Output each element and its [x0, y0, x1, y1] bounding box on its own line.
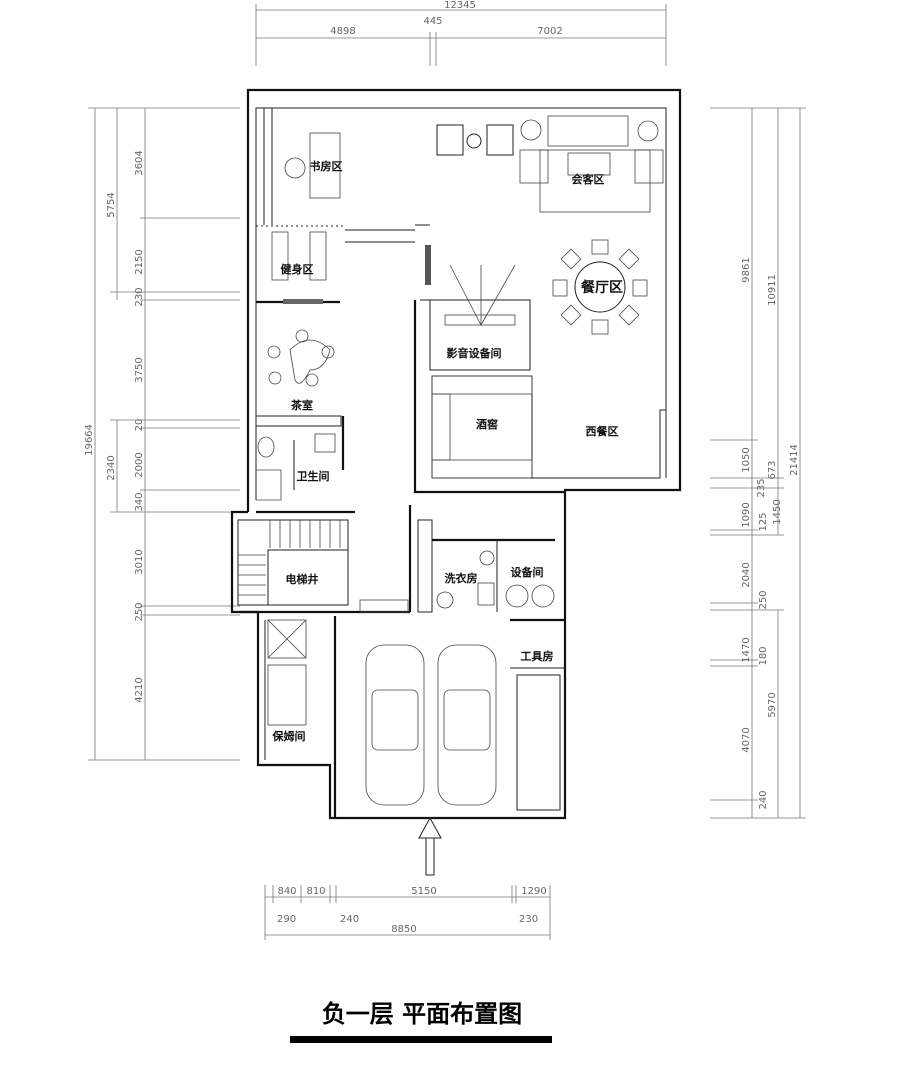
dim-right-seg: 1450: [772, 499, 783, 524]
dim-bottom-seg: 240: [340, 914, 359, 925]
dim-left-seg: 2150: [134, 249, 145, 274]
dim-left-g1: 5754: [106, 192, 117, 217]
room-label-elevator: 电梯井: [286, 572, 319, 586]
rug: [539, 149, 651, 213]
dim-bottom-seg: 290: [277, 914, 296, 925]
furniture: [256, 115, 664, 806]
dim-right-seg: 125: [758, 512, 769, 531]
armchair: [486, 124, 514, 156]
dim-top-3: 7002: [537, 26, 562, 37]
dim-top-total: 12345: [444, 0, 476, 11]
dining-chairs: [552, 239, 648, 335]
dim-bottom-seg: 1290: [521, 886, 546, 897]
dim-left-total: 19664: [84, 424, 95, 456]
left-dimensions: 19664 5754 2340 3604 2150 230 3750 20 20…: [84, 107, 240, 761]
dim-top-2: 445: [423, 16, 442, 27]
chair: [284, 157, 306, 179]
dim-right-a: 9861: [741, 257, 752, 282]
dim-right-seg: 180: [758, 646, 769, 665]
dim-left-seg: 3750: [134, 357, 145, 382]
bottom-dimensions: 290 840 810 240 5150 230 1290 8850: [264, 885, 551, 940]
dim-left-g2: 2340: [106, 455, 117, 480]
dim-right-b: 10911: [767, 274, 778, 306]
dim-right-seg: 4070: [741, 727, 752, 752]
room-label-wine-cellar: 酒窖: [476, 417, 498, 431]
shower: [256, 469, 282, 501]
dim-right-seg: 1090: [741, 502, 752, 527]
dim-right-total: 21414: [789, 444, 800, 476]
dim-bottom-seg: 5150: [411, 886, 436, 897]
dim-right-seg: 2040: [741, 562, 752, 587]
room-label-tool-room: 工具房: [521, 649, 554, 663]
room-label-dining: 餐厅区: [580, 279, 623, 296]
entrance-arrow-icon: [418, 816, 442, 876]
elevator-stair: [237, 519, 349, 606]
room-label-bathroom: 卫生间: [297, 469, 330, 483]
dim-top-1: 4898: [330, 26, 355, 37]
top-dimensions: 12345 4898 445 7002: [255, 0, 667, 66]
exterior-walls: [230, 88, 682, 820]
dim-right-seg: 1050: [741, 447, 752, 472]
interior-walls: [240, 108, 666, 818]
dim-left-seg: 250: [134, 602, 145, 621]
dim-left-seg: 230: [134, 287, 145, 306]
sofa: [547, 115, 629, 147]
room-label-reception: 会客区: [572, 172, 605, 186]
tea-table: [289, 339, 331, 384]
room-label-av-room: 影音设备间: [447, 346, 502, 360]
room-label-equipment: 设备间: [511, 565, 544, 579]
drawing-title: 负一层 平面布置图: [322, 1000, 522, 1028]
dim-left-seg: 20: [134, 419, 145, 432]
room-label-tea-room: 茶室: [290, 398, 313, 412]
room-label-laundry: 洗衣房: [445, 571, 478, 585]
dim-left-seg: 3604: [134, 150, 145, 175]
dim-right-seg: 673: [767, 460, 778, 479]
dim-right-seg: 250: [758, 590, 769, 609]
dim-bottom-total: 8850: [391, 924, 416, 935]
coffee-table: [567, 152, 611, 176]
desk: [309, 132, 341, 199]
dim-right-seg: 1470: [741, 637, 752, 662]
dim-left-seg: 340: [134, 492, 145, 511]
room-label-gym: 健身区: [281, 262, 314, 276]
toilet: [257, 436, 275, 458]
dim-bottom-seg: 230: [519, 914, 538, 925]
dim-bottom-seg: 810: [306, 886, 325, 897]
armchair: [436, 124, 464, 156]
dim-left-seg: 3010: [134, 549, 145, 574]
room-label-study: 书房区: [310, 159, 343, 173]
right-dimensions: 9861 10911 21414 1050 235 673 1090 125 1…: [710, 107, 806, 819]
dim-right-seg: 235: [756, 478, 767, 497]
dim-right-seg: 5970: [767, 692, 778, 717]
dim-bottom-seg: 840: [277, 886, 296, 897]
room-label-western-dining: 西餐区: [586, 424, 619, 438]
dim-left-seg: 4210: [134, 677, 145, 702]
sink: [314, 433, 336, 453]
car: [437, 644, 497, 806]
wall-column: [425, 245, 431, 285]
dim-right-seg: 240: [758, 790, 769, 809]
car: [365, 644, 425, 806]
room-label-nanny-room: 保姆间: [272, 729, 306, 743]
title-underline: [290, 1036, 552, 1043]
dining-table: [574, 261, 626, 313]
dim-left-seg: 2000: [134, 452, 145, 477]
